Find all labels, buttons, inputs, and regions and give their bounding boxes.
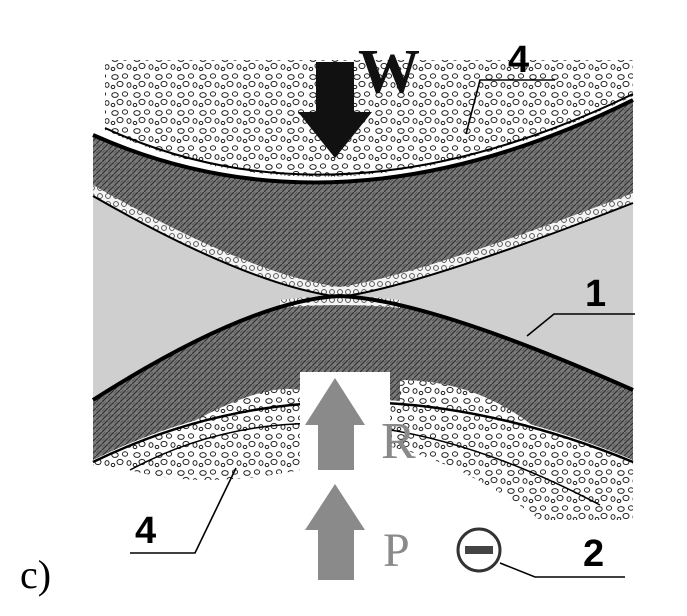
upper-bone [105,60,633,177]
callout-top-right: 4 [508,39,529,81]
panel-label: c) [20,552,51,597]
leader-bottom-left [130,467,237,554]
force-label-p: P [383,524,410,577]
force-label-r: R [381,413,416,470]
upper-surface-layer [93,185,633,297]
reaction-arrow-r [305,378,365,470]
callout-charge: 2 [583,533,604,575]
leader-right-middle [526,313,635,337]
force-label-w: W [358,38,420,106]
leader-top-right [465,79,555,135]
callout-right-middle: 1 [585,273,606,315]
leader-charge [499,562,625,578]
minus-circle-icon [456,527,502,573]
pressure-arrow-p [305,484,365,580]
lower-bone-left [130,388,300,480]
load-arrow-w [298,62,372,158]
lower-bone-right [400,380,600,510]
callout-bottom-left: 4 [135,510,156,552]
